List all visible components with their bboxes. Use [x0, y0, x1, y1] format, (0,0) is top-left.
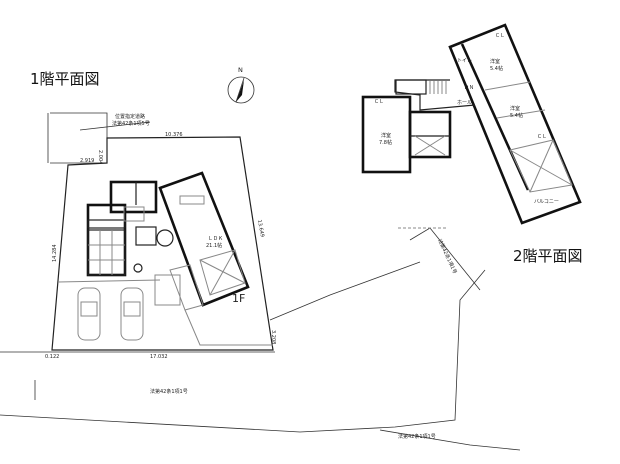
floor1-building [57, 171, 273, 346]
road-note-1: 位置指定道路 [115, 113, 145, 120]
road-right-label: 法第42条1項1号 [436, 238, 458, 275]
dim-bottom-left: 0.122 [45, 354, 59, 360]
floor2-building [361, 23, 582, 225]
north-label: N [238, 66, 243, 74]
room-1-name: 洋室 [490, 58, 500, 65]
floor1-title: 1階平面図 [30, 70, 100, 88]
dim-right-lower: 3.208 [270, 330, 276, 344]
road-bottom-label: 法第42条1項1号 [150, 388, 188, 395]
dim-top: 10.376 [165, 132, 183, 138]
dim-bottom: 17.032 [150, 354, 168, 360]
floor1-mark: 1F [232, 292, 245, 305]
hall-label: ホール [457, 100, 472, 106]
closet-label: ＣＬ [537, 134, 547, 140]
stair-down-label: ＤＮ [464, 85, 474, 91]
room-2-size: 5.4帖 [510, 112, 523, 119]
road-lower-right-label: 法第42条1項1号 [398, 433, 436, 440]
road-note-2: 法第42条1項5号 [112, 120, 150, 127]
balcony-label: バルコニー [534, 199, 559, 205]
room-2-name: 洋室 [510, 105, 520, 112]
ldk-size: 21.1帖 [206, 242, 222, 249]
closet-label: ＣＬ [374, 99, 384, 105]
ldk-label: ＬＤＫ [208, 236, 223, 242]
room-3-name: 洋室 [381, 132, 391, 139]
room-3-size: 7.8帖 [379, 139, 392, 146]
car-icon [120, 287, 144, 341]
room-1-size: 5.4帖 [490, 65, 503, 72]
private-road: 位置指定道路 法第42条1項5号 [47, 112, 151, 164]
dim-left: 14.284 [52, 245, 58, 263]
north-arrow-icon: N [227, 66, 255, 104]
roads [0, 227, 521, 451]
dim-notch-bottom: 2.919 [80, 158, 94, 164]
floor2-title: 2階平面図 [513, 247, 583, 265]
dim-right: 13.649 [256, 219, 265, 237]
lot-boundary [51, 136, 274, 351]
car-icon [77, 287, 101, 341]
toilet-label: トイレ [457, 58, 472, 64]
dim-notch-side: 2.004 [97, 150, 103, 164]
closet-label: ＣＬ [495, 33, 505, 39]
